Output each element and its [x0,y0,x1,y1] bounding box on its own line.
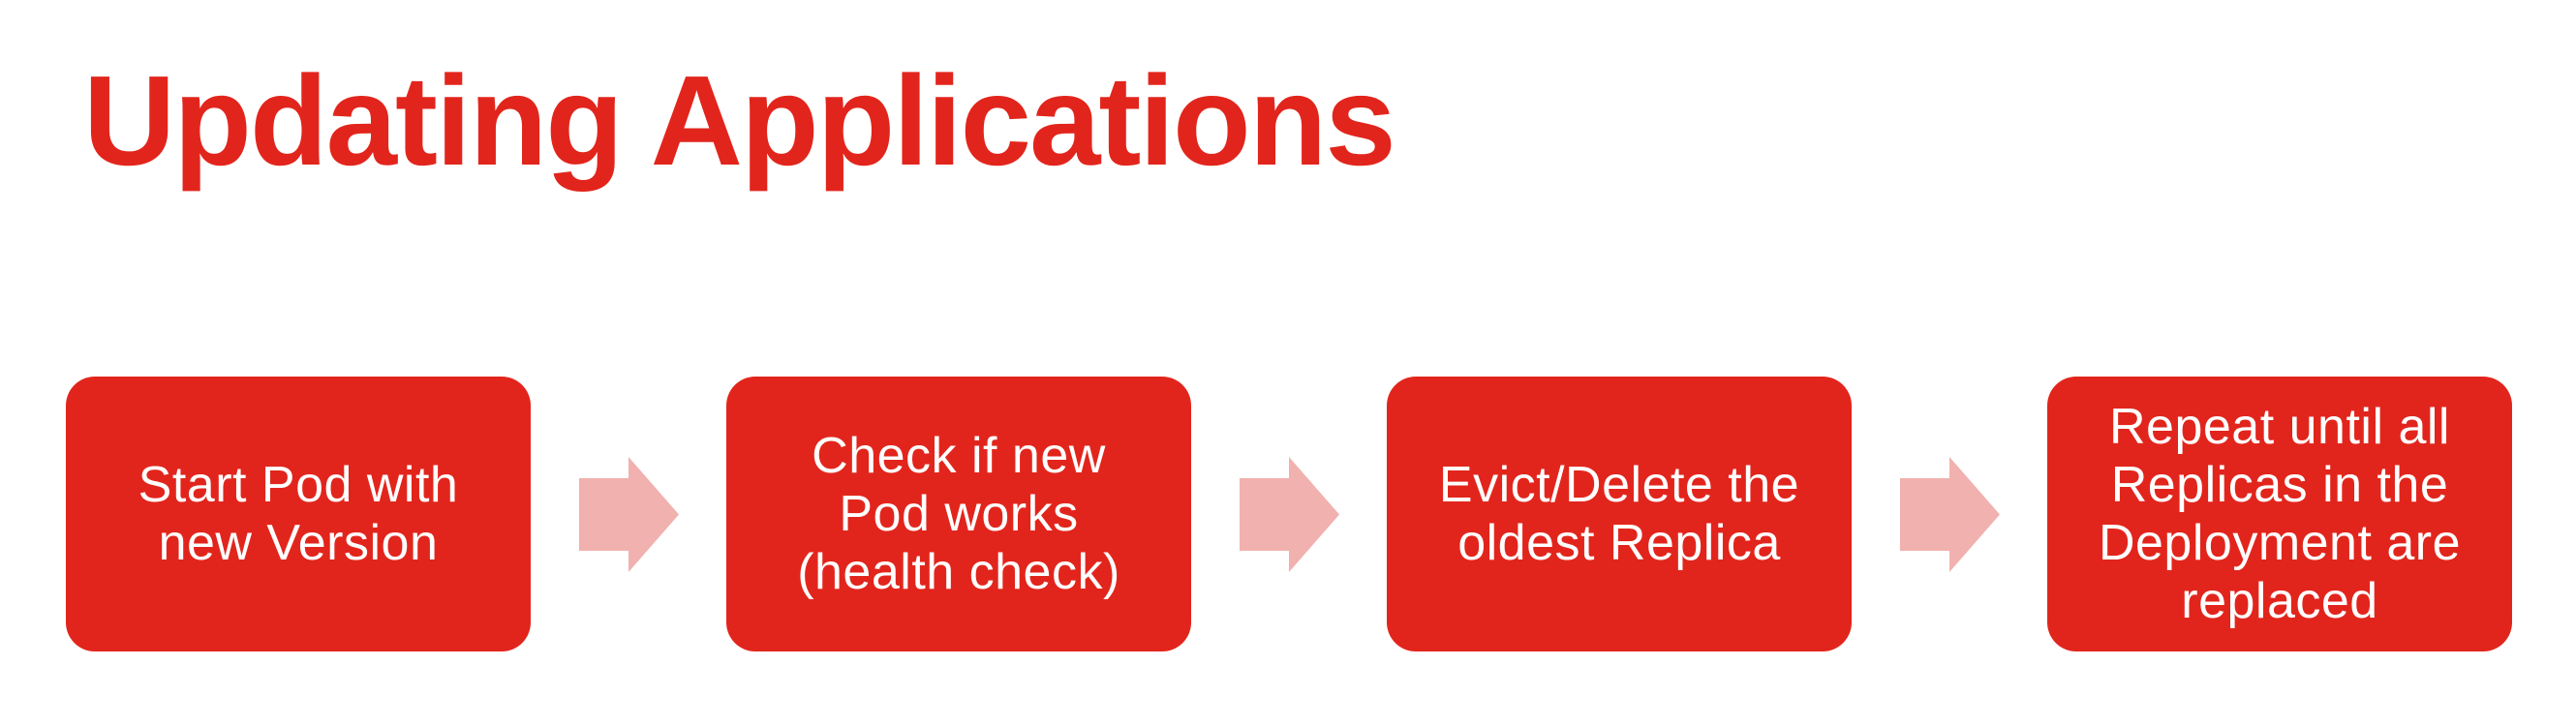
arrow-right-icon [1239,456,1339,572]
step-label: Start Pod with new Version [138,457,459,571]
flow-row: Start Pod with new Version Check if new … [66,377,2512,651]
step-box-repeat: Repeat until all Replicas in the Deploym… [2047,377,2512,651]
flow-connector [1191,377,1387,651]
step-label: Check if new Pod works (health check) [797,428,1120,600]
flow-connector [1852,377,2047,651]
flow-connector [531,377,726,651]
step-label: Repeat until all Replicas in the Deploym… [2098,399,2462,629]
step-box-start-pod: Start Pod with new Version [66,377,531,651]
step-box-evict-replica: Evict/Delete the oldest Replica [1387,377,1852,651]
arrow-right-icon [578,456,679,572]
step-label: Evict/Delete the oldest Replica [1438,457,1800,571]
page-title: Updating Applications [83,49,1396,192]
step-box-health-check: Check if new Pod works (health check) [726,377,1191,651]
arrow-right-icon [1899,456,2000,572]
